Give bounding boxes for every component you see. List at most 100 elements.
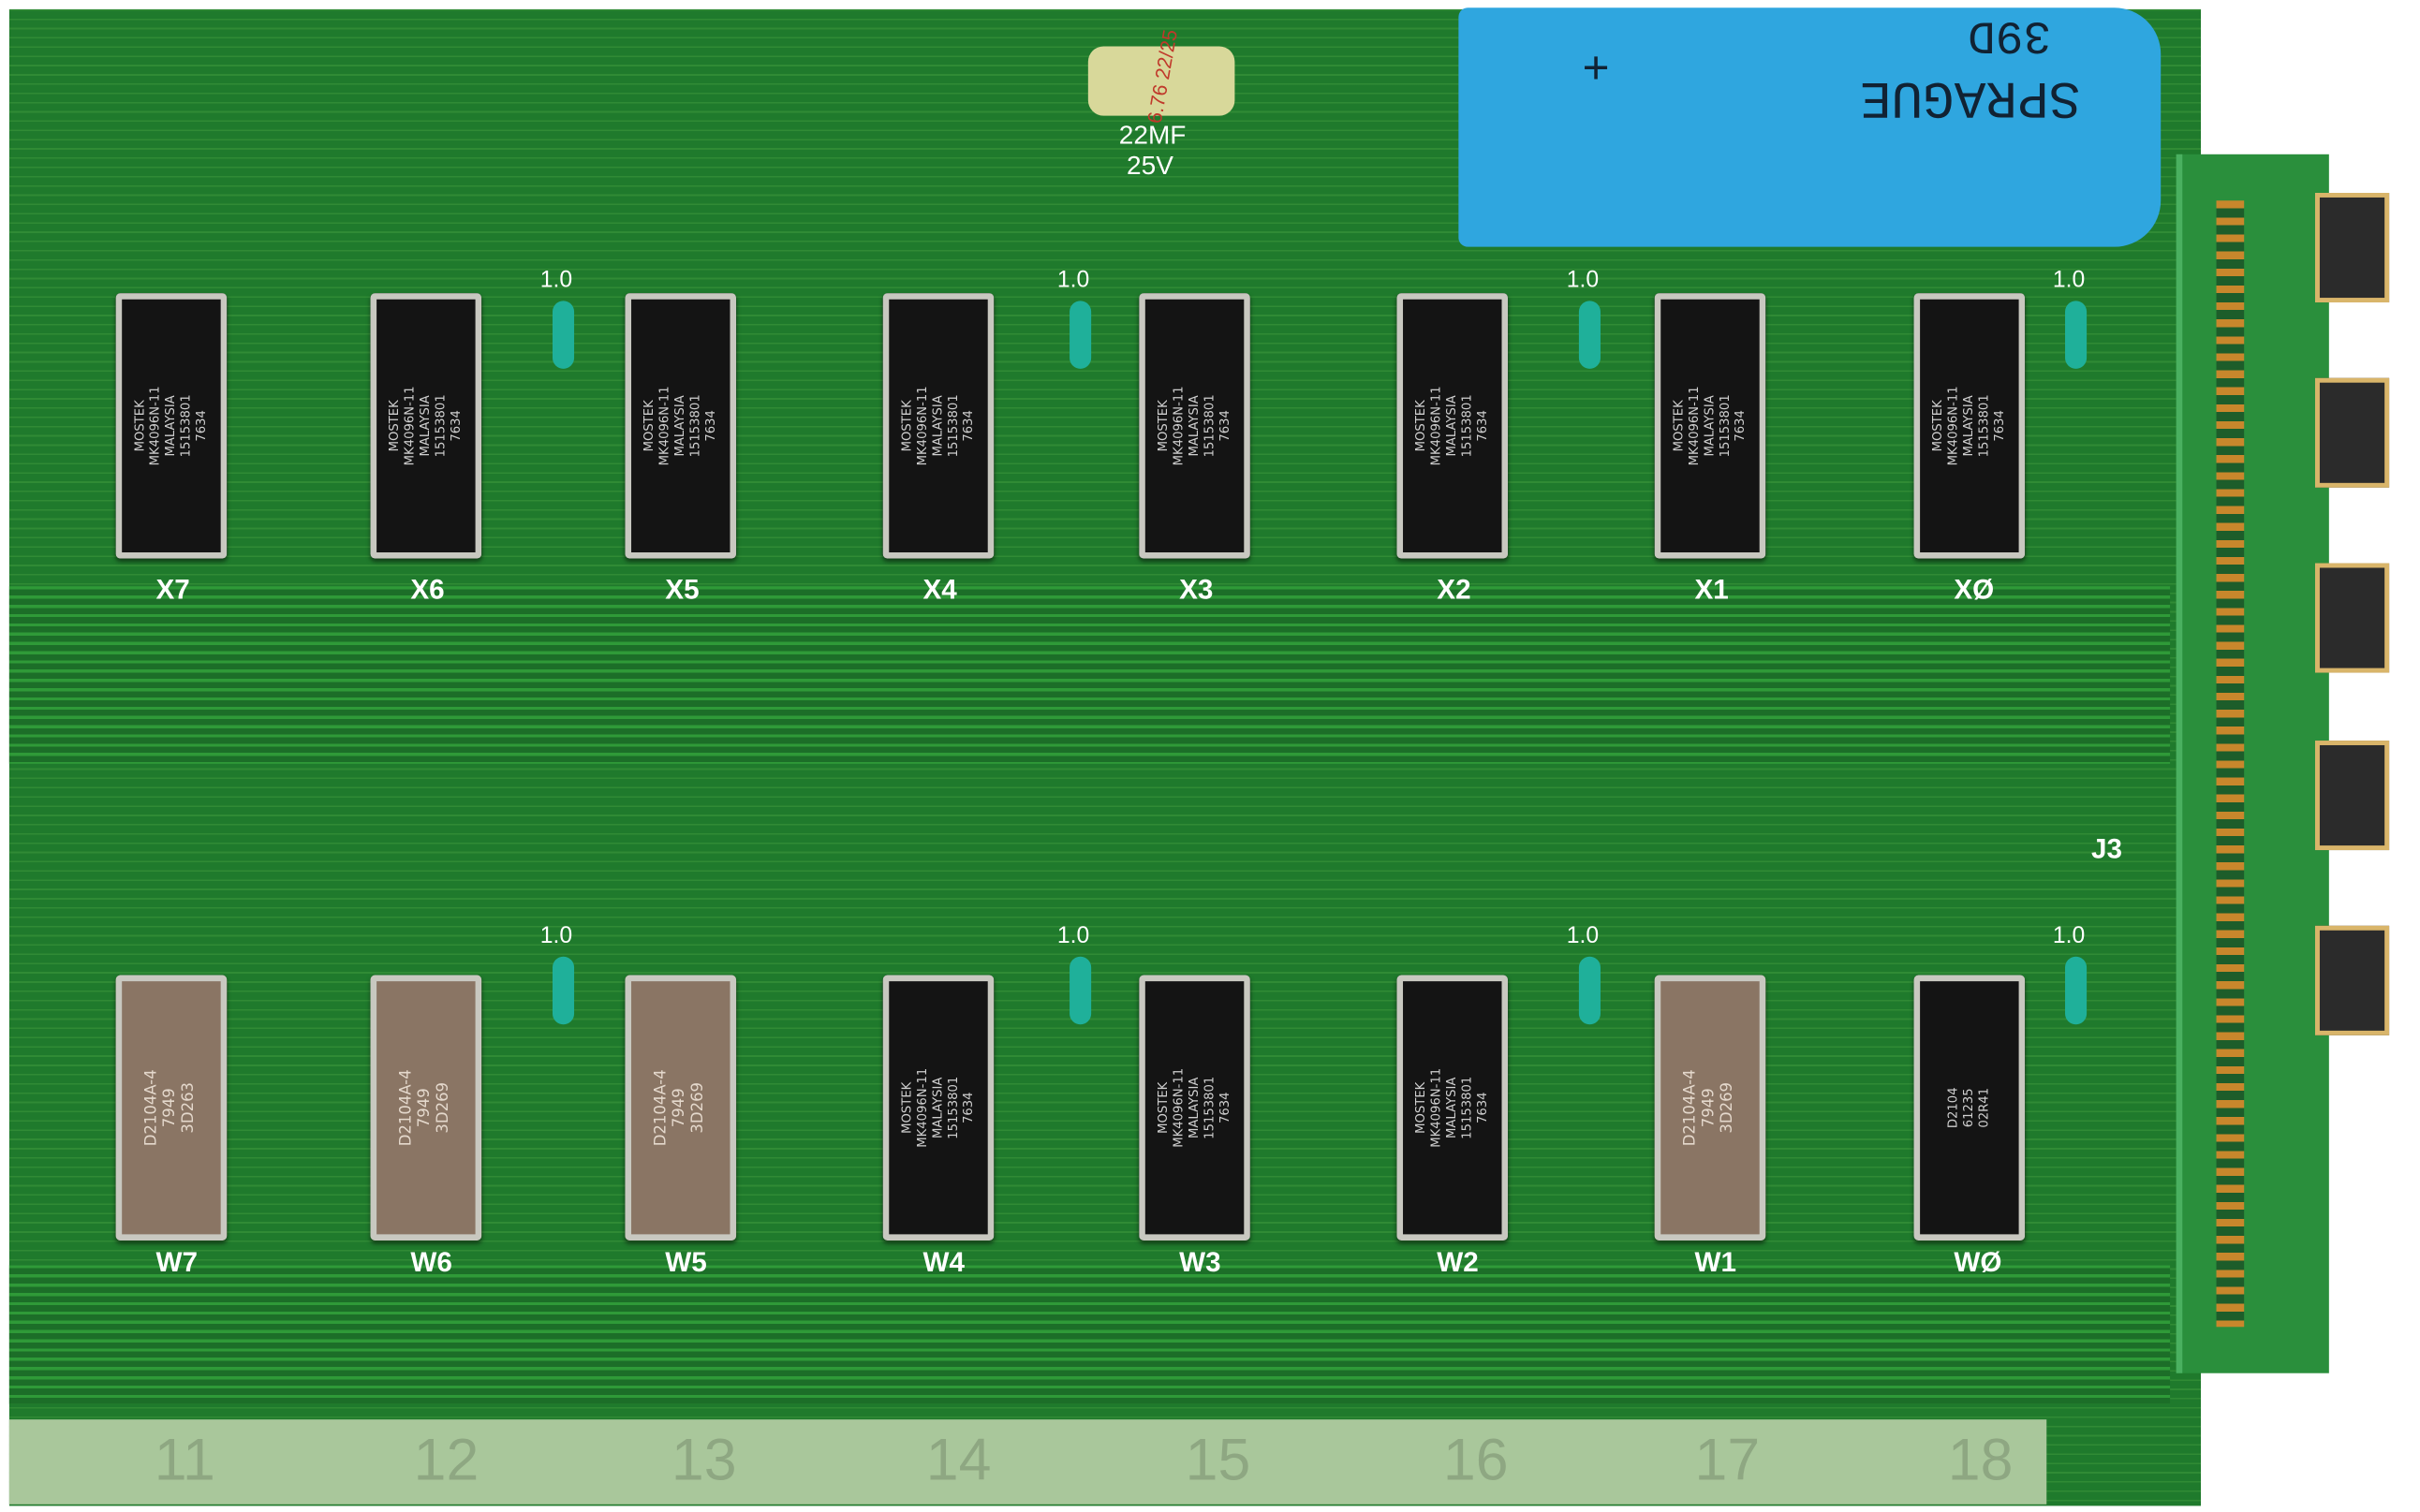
chip-marking-line: D2104A-4: [653, 1069, 671, 1147]
chip-marking-line: 7634: [961, 1092, 976, 1124]
bypass-capacitor: [1070, 301, 1092, 369]
chip-marking-line: 7949: [671, 1088, 689, 1128]
chip-marking-line: MOSTEK: [642, 400, 657, 452]
chip-marking-line: MOSTEK: [387, 400, 402, 452]
chip-marking-line: 7634: [961, 410, 976, 442]
resistor-label: 1.0: [2052, 922, 2086, 949]
small-capacitor: 6.76 22/25: [1087, 28, 1235, 125]
connector-label: J3: [2091, 832, 2123, 864]
chip-marking-line: MALAYSIA: [1702, 395, 1717, 457]
chip-label: X1: [1694, 574, 1729, 606]
chip-label: W3: [1179, 1246, 1221, 1278]
connector-tab: [2315, 377, 2390, 488]
chip-marking-line: 7634: [449, 410, 464, 442]
chip-label: X5: [665, 574, 700, 606]
connector-tab: [2315, 925, 2390, 1035]
edge-number: 16: [1442, 1429, 1509, 1494]
chip-marking-line: 3D269: [1719, 1081, 1736, 1134]
resistor-label: 1.0: [539, 922, 573, 949]
chip-label: X2: [1437, 574, 1471, 606]
trace-bus-lower: [8, 1265, 2171, 1404]
cap-voltage: 25V: [1127, 151, 1173, 181]
chip-marking-line: MK4096N-11: [1946, 386, 1960, 466]
chip-marking-line: MALAYSIA: [1444, 1077, 1459, 1138]
chip-marking-line: D2104: [1946, 1087, 1960, 1129]
chip-label: X7: [155, 574, 190, 606]
chip-marking-line: 7949: [416, 1088, 435, 1128]
chip-marking-line: MK4096N-11: [1171, 386, 1186, 466]
chip-marking-line: MALAYSIA: [672, 395, 687, 457]
bypass-capacitor: [552, 956, 575, 1025]
chip-marking-line: MOSTEK: [1413, 400, 1428, 452]
chip-marking-line: MK4096N-11: [915, 386, 930, 466]
chip-marking-line: MALAYSIA: [163, 395, 178, 457]
resistor-label: 1.0: [1056, 267, 1090, 294]
chip-marking-line: 7634: [1475, 410, 1490, 442]
resistor-label: 1.0: [1566, 267, 1600, 294]
chip-marking-line: D2104A-4: [1682, 1069, 1700, 1147]
edge-number: 17: [1694, 1429, 1761, 1494]
chip-marking-line: 7634: [1475, 1092, 1490, 1124]
chip-marking-line: MK4096N-11: [148, 386, 163, 466]
chip-marking-line: MALAYSIA: [930, 1077, 945, 1138]
chip-marking-line: MOSTEK: [132, 400, 147, 452]
resistor-label: 1.0: [1056, 922, 1090, 949]
chip-marking-line: MK4096N-11: [1429, 1067, 1443, 1148]
chip-marking-line: 15153801: [1718, 394, 1733, 458]
edge-number: 14: [925, 1429, 992, 1494]
chip-marking-line: 15153801: [1202, 1076, 1217, 1139]
bypass-capacitor: [1578, 301, 1601, 369]
chip-label: X6: [410, 574, 445, 606]
chip-marking-line: MK4096N-11: [1171, 1067, 1186, 1148]
chip-label: X3: [1179, 574, 1214, 606]
chip-label: W6: [410, 1246, 452, 1278]
edge-number: 18: [1947, 1429, 2014, 1494]
chip-marking-line: MALAYSIA: [1187, 395, 1202, 457]
chip-marking-line: 7634: [1217, 410, 1232, 442]
chip-marking-line: MOSTEK: [1413, 1081, 1428, 1134]
chip-marking-line: MOSTEK: [1156, 1081, 1171, 1134]
chip-marking-line: MK4096N-11: [915, 1067, 930, 1148]
chip-marking-line: D2104A-4: [143, 1069, 161, 1147]
bypass-capacitor: [1578, 956, 1601, 1025]
capacitor-marking: 39D: [1968, 7, 2052, 61]
chip-marking-line: MALAYSIA: [1961, 395, 1976, 457]
chip-marking-line: 7634: [194, 410, 209, 442]
chip-marking-line: 3D263: [180, 1081, 198, 1134]
chip-marking-line: 7634: [1992, 410, 2007, 442]
capacitor-brand: SPRAGUE: [1859, 66, 2081, 125]
chip-label: W1: [1694, 1246, 1736, 1278]
chip-marking-line: 15153801: [1460, 1076, 1474, 1139]
chip-label: WØ: [1954, 1246, 2002, 1278]
chip-marking-line: MOSTEK: [899, 400, 914, 452]
chip-marking-line: 15153801: [1977, 394, 1991, 458]
edge-connector: [2176, 154, 2329, 1373]
chip-marking-line: D2104A-4: [398, 1069, 416, 1147]
chip-marking-line: 7634: [1733, 410, 1748, 442]
chip-marking-line: MALAYSIA: [418, 395, 433, 457]
chip-marking-line: MOSTEK: [1156, 400, 1171, 452]
chip-marking-line: 3D269: [689, 1081, 707, 1134]
cap-value: 22MF: [1118, 120, 1187, 150]
edge-number: 12: [413, 1429, 480, 1494]
chip-marking-line: MK4096N-11: [1687, 386, 1702, 466]
chip-label: W4: [922, 1246, 965, 1278]
chip-marking-line: 15153801: [1460, 394, 1474, 458]
trace-bus-upper: [8, 586, 2171, 764]
chip-marking-line: MK4096N-11: [403, 386, 417, 466]
chip-label: W2: [1437, 1246, 1479, 1278]
chip-marking-line: 7634: [703, 410, 718, 442]
edge-number: 11: [154, 1429, 215, 1494]
bypass-capacitor: [1070, 956, 1092, 1025]
